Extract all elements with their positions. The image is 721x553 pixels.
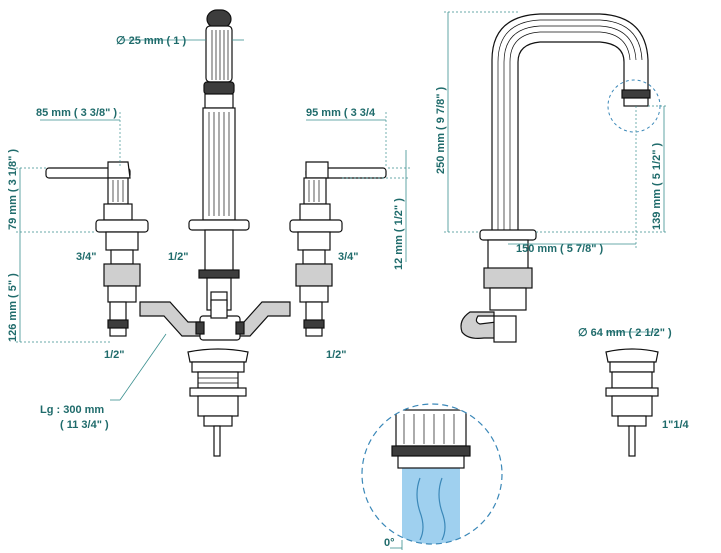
shank-length-label: 126 mm ( 5" ) <box>7 273 19 342</box>
left-valve <box>45 161 149 337</box>
dimension-lines <box>16 11 668 401</box>
handle-right-label: 95 mm ( 3 3/4 <box>306 107 376 119</box>
spout-reach-label: 150 mm ( 5 7/8" ) <box>516 243 603 255</box>
right-valve <box>289 161 387 337</box>
left-valve-thread: 3/4" <box>76 251 97 263</box>
dimension-labels: ∅ 25 mm ( 1 ) 85 mm ( 3 3/8" ) 95 mm ( 3… <box>7 35 672 549</box>
front-spout <box>188 9 250 311</box>
spout-diameter-label: ∅ 25 mm ( 1 ) <box>116 35 186 47</box>
handle-offset-label: 12 mm ( 1/2" ) <box>393 198 405 270</box>
side-spout <box>460 13 651 343</box>
left-outlet-thread: 1/2" <box>104 349 125 361</box>
thread-labels: 3/4" 3/4" 1/2" 1/2" 1/2" 1"1/4 <box>76 251 690 431</box>
handle-left-label: 85 mm ( 3 3/8" ) <box>36 107 117 119</box>
angle-label: 0° <box>384 537 395 549</box>
drain-thread: 1"1/4 <box>662 419 690 431</box>
hose-length-line1: Lg : 300 mm <box>40 404 104 416</box>
right-outlet-thread: 1/2" <box>326 349 347 361</box>
center-thread: 1/2" <box>168 251 189 263</box>
spout-height-label: 250 mm ( 9 7/8" ) <box>435 87 447 174</box>
side-drain <box>605 348 659 457</box>
hoses <box>139 299 291 341</box>
hose-length-line2: ( 11 3/4" ) <box>60 419 109 431</box>
front-drain <box>187 348 249 457</box>
handle-height-label: 79 mm ( 3 1/8" ) <box>7 149 19 230</box>
aerator-zoom-detail <box>361 79 661 550</box>
drain-diameter-label: ∅ 64 mm ( 2 1/2" ) <box>578 327 672 339</box>
right-valve-thread: 3/4" <box>338 251 359 263</box>
spout-clearance-label: 139 mm ( 5 1/2" ) <box>651 143 663 230</box>
